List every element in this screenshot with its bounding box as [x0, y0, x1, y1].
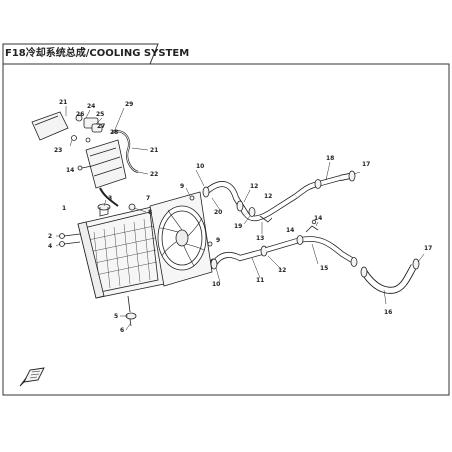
callout-13: 13: [256, 235, 264, 242]
expansion-tank-assembly: [31, 111, 139, 207]
callout-19: 19: [234, 223, 242, 230]
callout-7: 7: [146, 195, 150, 202]
callout-22: 22: [150, 171, 158, 178]
callout-18: 18: [326, 155, 334, 162]
callout-12: 12: [278, 267, 286, 274]
upper-hose-group: [202, 170, 356, 223]
callout-21: 21: [150, 147, 158, 154]
callout-9: 9: [180, 183, 184, 190]
callout-15: 15: [320, 265, 328, 272]
callout-8: 8: [148, 209, 152, 216]
callout-26: 26: [76, 111, 84, 118]
callout-12: 12: [250, 183, 258, 190]
callout-2: 2: [48, 233, 52, 240]
callout-29: 29: [125, 101, 133, 108]
callout-14: 14: [314, 215, 322, 222]
callout-3: 3: [108, 195, 112, 202]
callout-17: 17: [362, 161, 370, 168]
fan-assembly: [149, 191, 216, 287]
lower-hose-group: [210, 219, 420, 294]
callout-20: 20: [214, 209, 222, 216]
callout-10: 10: [196, 163, 204, 170]
leader-lines: [55, 106, 425, 331]
callout-25: 25: [96, 111, 104, 118]
callout-16: 16: [384, 309, 392, 316]
callout-28: 28: [110, 129, 118, 136]
callout-4: 4: [48, 243, 52, 250]
callout-9: 9: [216, 237, 220, 244]
callout-14: 14: [286, 227, 294, 234]
callout-10: 10: [212, 281, 220, 288]
callout-23: 23: [54, 147, 62, 154]
callout-14: 14: [66, 167, 74, 174]
callout-17: 17: [424, 245, 432, 252]
callout-6: 6: [120, 327, 124, 334]
callout-12: 12: [264, 193, 272, 200]
callout-11: 11: [256, 277, 264, 284]
callout-5: 5: [114, 313, 118, 320]
front-direction-arrow-icon: [19, 367, 45, 387]
callout-27: 27: [97, 123, 105, 130]
radiator: [59, 203, 165, 327]
callout-21: 21: [59, 99, 67, 106]
callout-24: 24: [87, 103, 95, 110]
callout-labels: 21 24 25 26 27 28 29 23 21 14 22 10 9 3 …: [48, 99, 432, 334]
page-title: F18冷却系统总成/COOLING SYSTEM: [5, 48, 190, 59]
callout-1: 1: [62, 205, 66, 212]
diagram-frame: [2, 43, 450, 396]
